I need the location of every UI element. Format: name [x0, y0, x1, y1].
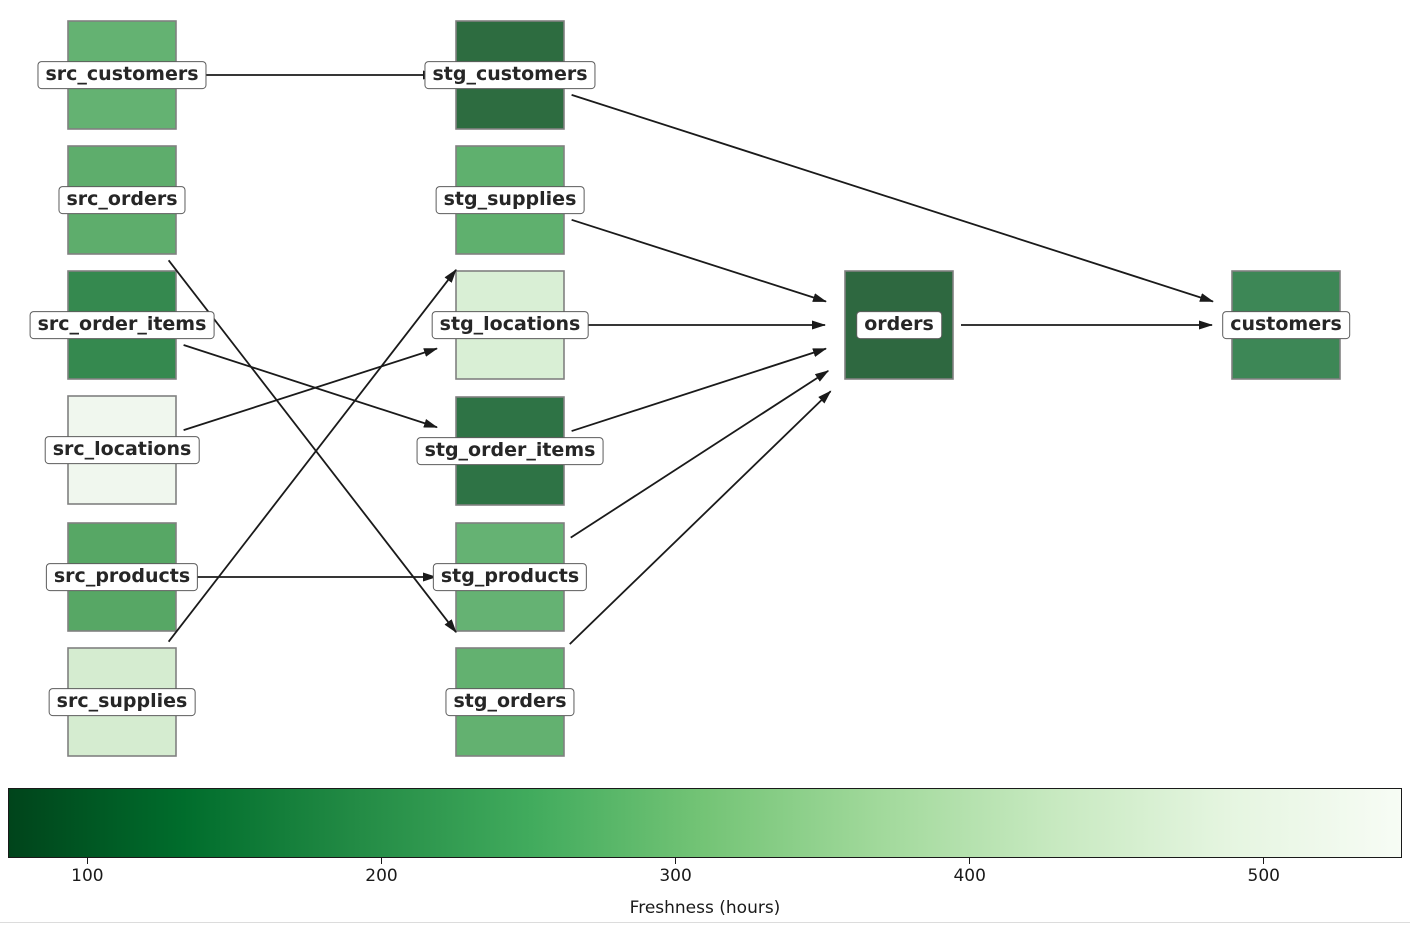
node-label-customers: customers: [1222, 311, 1350, 339]
colorbar-tick-100: [86, 858, 89, 864]
colorbar-tick-label-400: 400: [953, 866, 986, 886]
colorbar-tick-label-100: 100: [71, 866, 104, 886]
node-label-orders: orders: [856, 311, 942, 339]
edge-stg_orders-orders: [569, 390, 832, 645]
colorbar-axis-label: Freshness (hours): [629, 898, 781, 918]
colorbar-tick-300: [674, 858, 677, 864]
colorbar-tick-400: [968, 858, 971, 864]
colorbar-tick-label-200: 200: [365, 866, 398, 886]
edge-stg_products-orders: [570, 370, 830, 539]
node-label-stg_order_items: stg_order_items: [416, 437, 604, 465]
colorbar-tick-200: [380, 858, 383, 864]
node-label-stg_customers: stg_customers: [424, 61, 596, 89]
edge-stg_order_items-orders: [571, 347, 827, 432]
node-label-stg_orders: stg_orders: [445, 688, 575, 716]
node-label-src_locations: src_locations: [44, 436, 200, 464]
colorbar-tick-500: [1263, 858, 1265, 864]
edge-src_orders-stg_orders: [167, 259, 457, 633]
edge-src_locations-stg_locations: [183, 347, 438, 432]
node-label-src_customers: src_customers: [37, 61, 207, 89]
node-label-src_products: src_products: [45, 563, 199, 591]
colorbar-tick-label-500: 500: [1247, 866, 1280, 886]
figure-baseline: [0, 922, 1410, 923]
edge-src_order_items-stg_order_items: [183, 344, 438, 429]
edge-src_supplies-stg_supplies: [167, 269, 457, 643]
edge-stg_customers-customers: [571, 93, 1214, 303]
colorbar-gradient: [8, 788, 1402, 858]
node-label-stg_products: stg_products: [432, 563, 588, 591]
node-label-stg_locations: stg_locations: [431, 311, 589, 339]
colorbar-tick-label-300: 300: [659, 866, 692, 886]
node-label-stg_supplies: stg_supplies: [435, 186, 585, 214]
edge-stg_supplies-orders: [571, 218, 827, 303]
node-label-src_order_items: src_order_items: [29, 311, 215, 339]
node-label-src_orders: src_orders: [58, 186, 186, 214]
node-label-src_supplies: src_supplies: [48, 688, 196, 716]
